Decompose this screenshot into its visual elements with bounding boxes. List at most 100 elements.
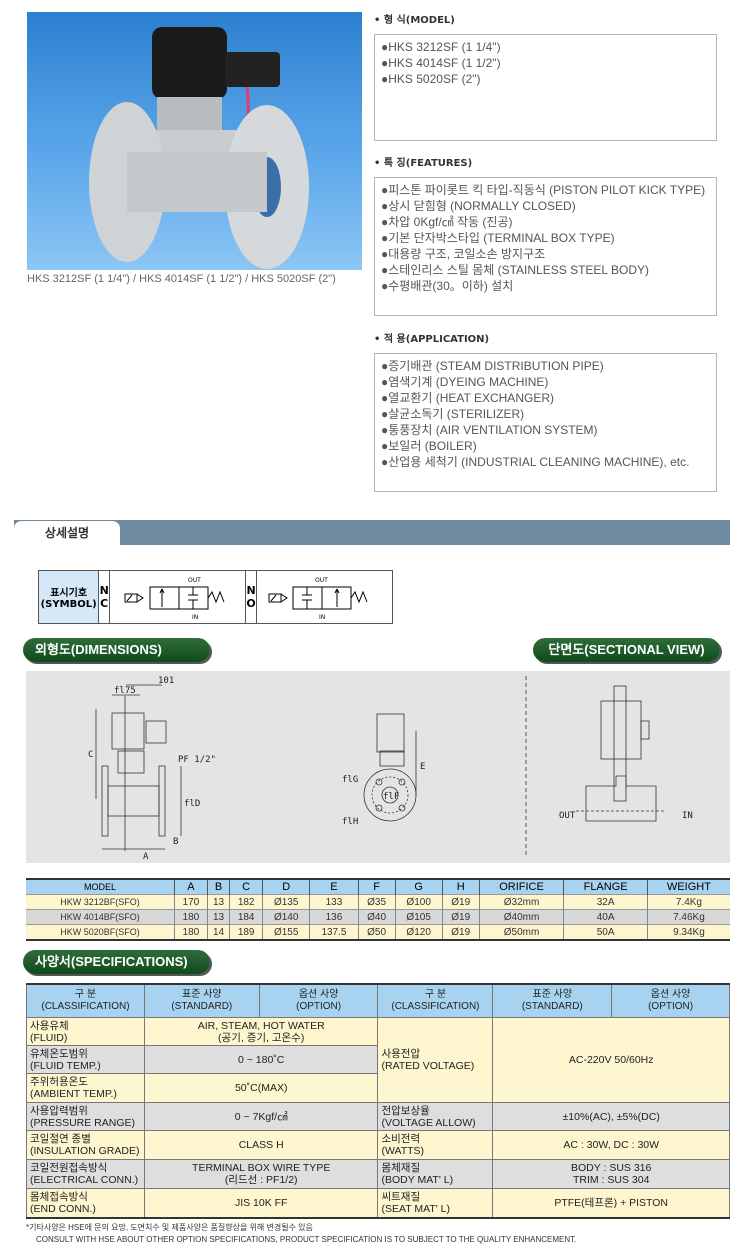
feature-item: 상시 닫힘형 (NORMALLY CLOSED) xyxy=(381,198,710,214)
no-symbol-diagram: OUT IN xyxy=(257,571,392,623)
spec-label: 몸체접속방식(END CONN.) xyxy=(26,1188,145,1218)
spec-head-opt-2: 옵션 사양(OPTION) xyxy=(611,983,730,1018)
spec-value: 50˚C(MAX) xyxy=(143,1073,379,1103)
spec-label: 몸체재질(BODY MAT' L) xyxy=(377,1159,494,1189)
features-title: • 특 징(FEATURES) xyxy=(374,158,473,169)
dim-col-header: WEIGHT xyxy=(646,879,730,895)
dim-col-header: MODEL xyxy=(26,879,175,895)
dim-cell: 136 xyxy=(309,909,359,925)
spec-text: (리드선 : PF1/2) xyxy=(224,1174,298,1186)
spec-value: JIS 10K FF xyxy=(143,1188,379,1218)
spec-text: (FLUID TEMP.) xyxy=(30,1059,101,1072)
dim-cell: HKW 3212BF(SFO) xyxy=(26,894,175,910)
feature-item: 스테인리스 스틸 몸체 (STAINLESS STEEL BODY) xyxy=(381,262,710,278)
dim-cell: 32A xyxy=(563,894,648,910)
dim-cell: Ø135 xyxy=(262,894,310,910)
spec-text: TRIM : SUS 304 xyxy=(572,1174,650,1186)
spec-text: 구 분 xyxy=(424,989,447,1000)
spec-row: 주위허용온도(AMBIENT TEMP.)50˚C(MAX) xyxy=(26,1073,730,1103)
symbol-label: 표시기호 (SYMBOL) xyxy=(39,571,100,623)
spec-label: 소비전력(WATTS) xyxy=(377,1130,494,1160)
spec-text: (END CONN.) xyxy=(30,1202,96,1215)
dim-f-label: flF xyxy=(383,792,399,802)
spec-text: (SEAT MAT' L) xyxy=(381,1202,450,1215)
dimensions-header: 외형도(DIMENSIONS) xyxy=(23,638,210,662)
spec-text: AC-220V 50/60Hz xyxy=(568,1054,654,1066)
spec-label: 유체온도범위(FLUID TEMP.) xyxy=(26,1045,145,1074)
spec-text: CLASS H xyxy=(238,1139,284,1151)
dim-cell: 13 xyxy=(206,909,230,925)
dim-cell: 9.34Kg xyxy=(646,924,730,940)
model-box: HKS 3212SF (1 1/4") HKS 4014SF (1 1/2") … xyxy=(374,34,717,141)
spec-label: 사용압력범위(PRESSURE RANGE) xyxy=(26,1102,145,1131)
dim-cell: Ø19 xyxy=(441,909,480,925)
spec-text: 소비전력 xyxy=(381,1133,421,1145)
sectional-view-header: 단면도(SECTIONAL VIEW) xyxy=(533,638,720,662)
dim-101-label: 101 xyxy=(158,676,174,686)
dim-cell: Ø105 xyxy=(394,909,443,925)
spec-label: 전압보상율(VOLTAGE ALLOW) xyxy=(377,1102,494,1131)
spec-row: 유체온도범위(FLUID TEMP.)0 ~ 180˚C xyxy=(26,1045,730,1074)
spec-label: 사용전압(RATED VOLTAGE) xyxy=(377,1017,494,1103)
spec-text: 0 ~ 7Kgf/㎠ xyxy=(234,1110,288,1123)
spec-text: (ELECTRICAL CONN.) xyxy=(30,1174,139,1186)
dim-cell: Ø120 xyxy=(394,924,443,940)
spec-value: 0 ~ 180˚C xyxy=(143,1045,379,1074)
spec-text: 사용압력범위 xyxy=(30,1104,88,1117)
spec-text: JIS 10K FF xyxy=(234,1196,288,1209)
spec-text: (OPTION) xyxy=(296,1001,342,1012)
dim-c-label: C xyxy=(88,750,93,760)
dim-cell: Ø100 xyxy=(394,894,443,910)
spec-text: 사용전압 xyxy=(381,1048,421,1060)
dim-cell: HKW 5020BF(SFO) xyxy=(26,924,175,940)
spec-text: 씨트재질 xyxy=(381,1190,421,1203)
dim-e-label: E xyxy=(420,762,425,772)
spec-text: 옵션 사양 xyxy=(298,989,339,1000)
dim-col-header: A xyxy=(173,879,208,895)
dim-b-label: B xyxy=(173,837,178,847)
application-box: 증기배관 (STEAM DISTRIBUTION PIPE) 염색기계 (DYE… xyxy=(374,353,717,492)
spec-row: 코일전원접속방식(ELECTRICAL CONN.)TERMINAL BOX W… xyxy=(26,1159,730,1189)
no-in-label: IN xyxy=(319,614,325,621)
detail-tab-bar xyxy=(14,520,730,545)
spec-value: ±10%(AC), ±5%(DC) xyxy=(492,1102,730,1131)
spec-head-class-2: 구 분(CLASSIFICATION) xyxy=(377,983,494,1018)
spec-text: 코일절연 종별 xyxy=(30,1133,91,1145)
no-out-label: OUT xyxy=(315,577,328,584)
spec-text: (CLASSIFICATION) xyxy=(41,1001,130,1012)
no-o: O xyxy=(246,597,256,610)
dim-cell: HKW 4014BF(SFO) xyxy=(26,909,175,925)
side-view-drawing xyxy=(363,713,417,822)
spec-label: 코일절연 종별(INSULATION GRADE) xyxy=(26,1130,145,1160)
dim-col-header: B xyxy=(206,879,230,895)
spec-text: 몸체접속방식 xyxy=(30,1190,88,1203)
dim-cell: 180 xyxy=(173,909,208,925)
dim-col-header: FLANGE xyxy=(563,879,648,895)
model-item: HKS 5020SF (2") xyxy=(381,71,710,87)
spec-text: (RATED VOLTAGE) xyxy=(381,1060,475,1072)
dim-cell: 13 xyxy=(206,894,230,910)
spec-text: (FLUID) xyxy=(30,1031,68,1044)
dim-cell: 14 xyxy=(206,924,230,940)
symbol-label-en: (SYMBOL) xyxy=(40,599,97,610)
spec-text: (WATTS) xyxy=(381,1145,425,1157)
specifications-section: 구 분(CLASSIFICATION) 표준 사양(STANDARD) 옵션 사… xyxy=(26,983,730,1246)
tab-detail[interactable]: 상세설명 xyxy=(14,520,120,545)
spec-value: PTFE(테프론) + PISTON xyxy=(492,1188,730,1218)
footnote-en: CONSULT WITH HSE ABOUT OTHER OPTION SPEC… xyxy=(36,1234,577,1244)
footnote-kr: *기타사양은 HSE에 문의 요망, 도면치수 및 제품사양은 품질향상을 위해… xyxy=(26,1222,313,1232)
spec-text: (AMBIENT TEMP.) xyxy=(30,1088,117,1100)
spec-text: 표준 사양 xyxy=(182,989,222,1000)
model-item: HKS 3212SF (1 1/4") xyxy=(381,39,710,55)
spec-text: (STANDARD) xyxy=(171,1001,233,1012)
spec-value: AIR, STEAM, HOT WATER(공기, 증기, 고온수) xyxy=(143,1017,379,1046)
product-info-column: • 형 식(MODEL) HKS 3212SF (1 1/4") HKS 401… xyxy=(374,14,717,492)
spec-value: AC-220V 50/60Hz xyxy=(492,1017,730,1103)
spec-text: TERMINAL BOX WIRE TYPE xyxy=(192,1162,331,1174)
spec-text: AC : 30W, DC : 30W xyxy=(563,1139,660,1151)
feature-item: 수평배관(30。이하) 설치 xyxy=(381,278,710,294)
spec-row: 사용압력범위(PRESSURE RANGE) 0 ~ 7Kgf/㎠ 전압보상율(VO… xyxy=(26,1102,730,1131)
